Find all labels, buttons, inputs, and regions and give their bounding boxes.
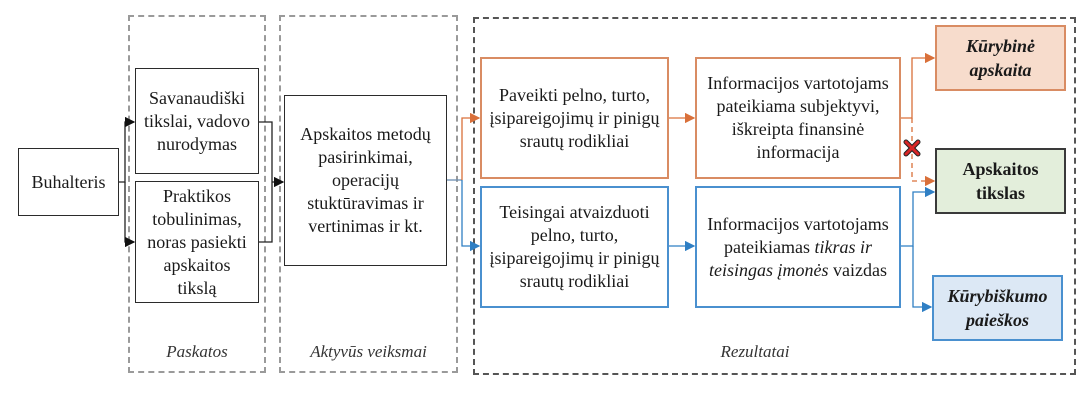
node-apskaitos-metodu-pasirinkimai: Apskaitos metodų pasirinkimai, operacijų… bbox=[284, 95, 447, 266]
group-label-aktyvus-veiksmai: Aktyvūs veiksmai bbox=[310, 342, 427, 361]
group-label-rezultatai: Rezultatai bbox=[720, 342, 790, 361]
result-kurybiskumo-paieskos: Kūrybiškumo paieškos bbox=[932, 275, 1063, 341]
result-apskaitos-tikslas: Apskaitos tikslas bbox=[935, 148, 1066, 214]
node-teisingai-atvaizduoti: Teisingai atvaizduoti pelno, turto, įsip… bbox=[480, 186, 669, 308]
node-info-tikras-vaizdas: Informacijos vartotojams pateikiamas tik… bbox=[695, 186, 901, 308]
group-label-paskatos: Paskatos bbox=[166, 342, 228, 361]
node-praktikos-tobulinimas: Praktikos tobulinimas, noras pasiekti ap… bbox=[135, 181, 259, 303]
node-info-subjektyvi: Informacijos vartotojams pateikiama subj… bbox=[695, 57, 901, 179]
node-buhalteris: Buhalteris bbox=[18, 148, 119, 216]
group-aktyvus-veiksmai: Aktyvūs veiksmai bbox=[279, 15, 458, 373]
result-kurybine-apskaita: Kūrybinė apskaita bbox=[935, 25, 1066, 91]
node-savanaudiski-tikslai: Savanaudiški tikslai, vadovo nurodymas bbox=[135, 68, 259, 174]
node-paveikti-rodikliai: Paveikti pelno, turto, įsipareigojimų ir… bbox=[480, 57, 669, 179]
